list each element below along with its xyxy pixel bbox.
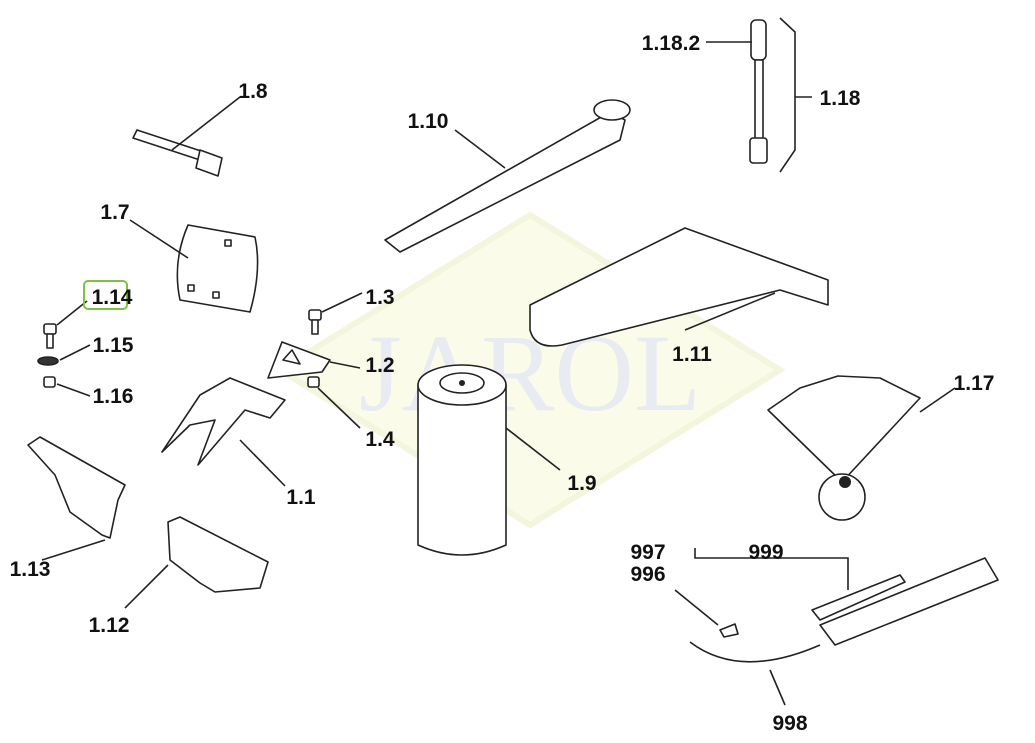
label-1-10[interactable]: 1.10 [408,110,449,133]
knife-guard-part[interactable] [161,377,286,487]
grease-gun-part[interactable] [694,548,999,646]
label-1-14[interactable]: 1.14 [92,286,133,309]
feeler-gauge-part[interactable] [767,375,956,521]
section-nut-part[interactable] [307,376,361,429]
knife-section-part[interactable] [267,341,361,379]
oil-filter-part[interactable] [417,364,561,556]
small-bolt-part[interactable] [43,300,88,349]
label-1-2[interactable]: 1.2 [365,354,394,377]
selected-label-highlight [83,280,128,310]
grease-nipple-part[interactable] [674,589,739,638]
socket-wrench-part[interactable] [706,17,812,173]
section-bolt-part[interactable] [308,292,363,335]
part-labels: 1.18.2 1.18 1.8 1.10 1.7 1.14 1.15 1.16 … [10,32,995,735]
long-bolt-part[interactable] [132,96,241,177]
label-1-8[interactable]: 1.8 [238,80,268,103]
label-1-4[interactable]: 1.4 [365,428,395,451]
mounting-bracket-part[interactable] [124,516,269,609]
wear-plate-part[interactable] [129,219,259,313]
label-1-7[interactable]: 1.7 [100,201,129,224]
label-1-17[interactable]: 1.17 [954,372,995,395]
box-wrench-part[interactable] [384,99,631,253]
label-1-15[interactable]: 1.15 [93,334,134,357]
label-1-13[interactable]: 1.13 [10,558,51,581]
label-1-18-2[interactable]: 1.18.2 [642,32,700,55]
grease-hose-part[interactable] [689,641,821,706]
washer-part[interactable] [37,344,91,366]
support-bracket-part[interactable] [27,436,126,561]
label-1-12[interactable]: 1.12 [89,614,130,637]
label-1-1[interactable]: 1.1 [286,486,316,509]
label-998[interactable]: 998 [772,712,807,735]
label-997[interactable]: 997 [630,541,665,564]
label-999[interactable]: 999 [748,541,783,564]
nut-part[interactable] [43,376,91,397]
label-1-16[interactable]: 1.16 [93,385,134,408]
adjusting-bracket-part[interactable] [529,227,829,347]
label-1-3[interactable]: 1.3 [365,286,394,309]
label-1-11[interactable]: 1.11 [672,343,712,366]
label-1-9[interactable]: 1.9 [567,472,596,495]
label-1-18[interactable]: 1.18 [820,87,861,110]
label-996[interactable]: 996 [630,563,665,586]
